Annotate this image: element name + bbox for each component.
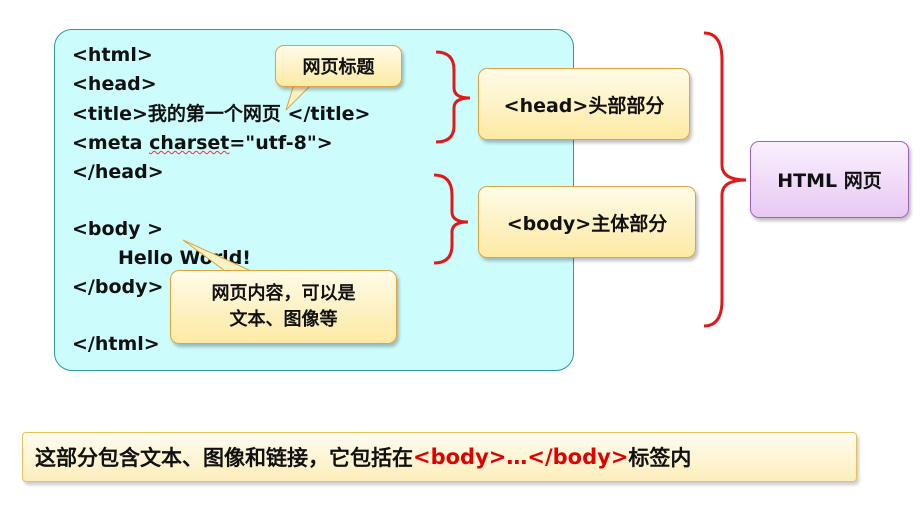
code-line-title: <title>我的第一个网页 </title> (72, 103, 371, 125)
code-line-head-open: <head> (72, 73, 157, 95)
content-callout-line1: 网页内容，可以是 (211, 283, 356, 304)
code-line-html-close: </html> (72, 333, 160, 355)
meta-suffix: ="utf-8"> (229, 132, 333, 154)
content-callout: 网页内容，可以是 文本、图像等 (170, 270, 397, 344)
code-line-head-close: </head> (72, 161, 164, 183)
explanation-body-tag: <body>…</body> (413, 445, 629, 469)
head-section-text: <head>头部部分 (503, 94, 665, 117)
explanation-text-after: 标签内 (628, 446, 692, 470)
html-page-text: HTML 网页 (777, 170, 882, 192)
meta-charset-underlined: charset (149, 132, 230, 154)
body-explanation-bar: 这部分包含文本、图像和链接，它包括在 <body>…</body> 标签内 (22, 432, 857, 482)
code-line-html-open: <html> (72, 44, 153, 66)
body-section-text: <body>主体部分 (506, 212, 668, 235)
head-brace (435, 50, 471, 144)
content-callout-line2: 文本、图像等 (229, 309, 338, 330)
title-callout-text: 网页标题 (302, 57, 375, 78)
body-brace (433, 173, 469, 265)
head-section-label: <head>头部部分 (478, 68, 690, 140)
title-callout: 网页标题 (275, 45, 402, 87)
html-brace (703, 31, 747, 328)
code-line-meta: <meta charset="utf-8"> (72, 131, 333, 155)
body-section-label: <body>主体部分 (478, 186, 696, 258)
html-page-label: HTML 网页 (750, 141, 909, 218)
code-line-body-open: <body > (72, 218, 164, 240)
code-line-body-close: </body> (72, 276, 164, 298)
meta-prefix: <meta (72, 132, 150, 154)
explanation-text-before: 这部分包含文本、图像和链接，它包括在 (35, 446, 413, 470)
